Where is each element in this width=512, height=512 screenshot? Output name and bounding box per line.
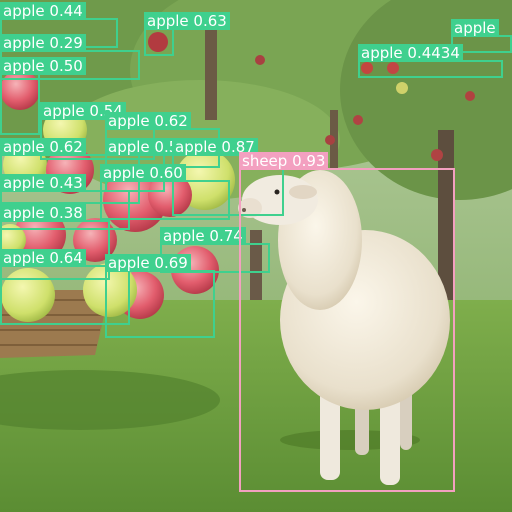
apple-detection-box: apple 0.63 bbox=[144, 12, 230, 56]
detection-label: apple 0.44 bbox=[0, 2, 86, 20]
detection-label: apple 0.43 bbox=[0, 174, 86, 192]
apple-detection-box: apple 0.38 bbox=[0, 204, 110, 280]
sheep-detection-box: sheep 0.93 bbox=[239, 152, 455, 492]
detection-label: apple 0.69 bbox=[105, 254, 191, 272]
apple-detection-box: apple bbox=[451, 19, 512, 53]
detection-label: apple 0.50 bbox=[0, 57, 86, 75]
detection-label: apple 0.60 bbox=[100, 164, 186, 182]
apple-detection-box: apple 0.69 bbox=[105, 254, 215, 338]
apple-detection-box: apple 0.4434 bbox=[358, 44, 503, 78]
detection-label: sheep 0.93 bbox=[239, 152, 329, 170]
detection-label: apple 0.54 bbox=[40, 102, 126, 120]
detection-label: apple 0.64 bbox=[0, 249, 86, 267]
apple-detection-box: apple 0.43 bbox=[0, 174, 130, 230]
apple-detection-box: apple 0.64 bbox=[0, 249, 130, 325]
apple-detection-box: apple 0.50 bbox=[0, 57, 86, 135]
apple-detection-box: apple 0.29 bbox=[0, 34, 140, 80]
detection-label: apple 0.62 bbox=[105, 112, 191, 130]
detection-label: apple bbox=[451, 19, 499, 37]
detection-label: apple 0.63 bbox=[144, 12, 230, 30]
apple-detection-box: apple 0.74 bbox=[160, 227, 270, 273]
detection-label: apple 0.29 bbox=[0, 34, 86, 52]
detection-label: apple 0.87 bbox=[172, 138, 258, 156]
detection-label: apple 0.62 bbox=[0, 138, 86, 156]
detection-label: apple 0.74 bbox=[160, 227, 246, 245]
apple-detection-box: apple 0.60 bbox=[100, 164, 230, 220]
detection-label: apple 0.38 bbox=[0, 204, 86, 222]
detection-label: apple 0.4434 bbox=[358, 44, 463, 62]
detection-label: apple 0.51 bbox=[105, 138, 191, 156]
